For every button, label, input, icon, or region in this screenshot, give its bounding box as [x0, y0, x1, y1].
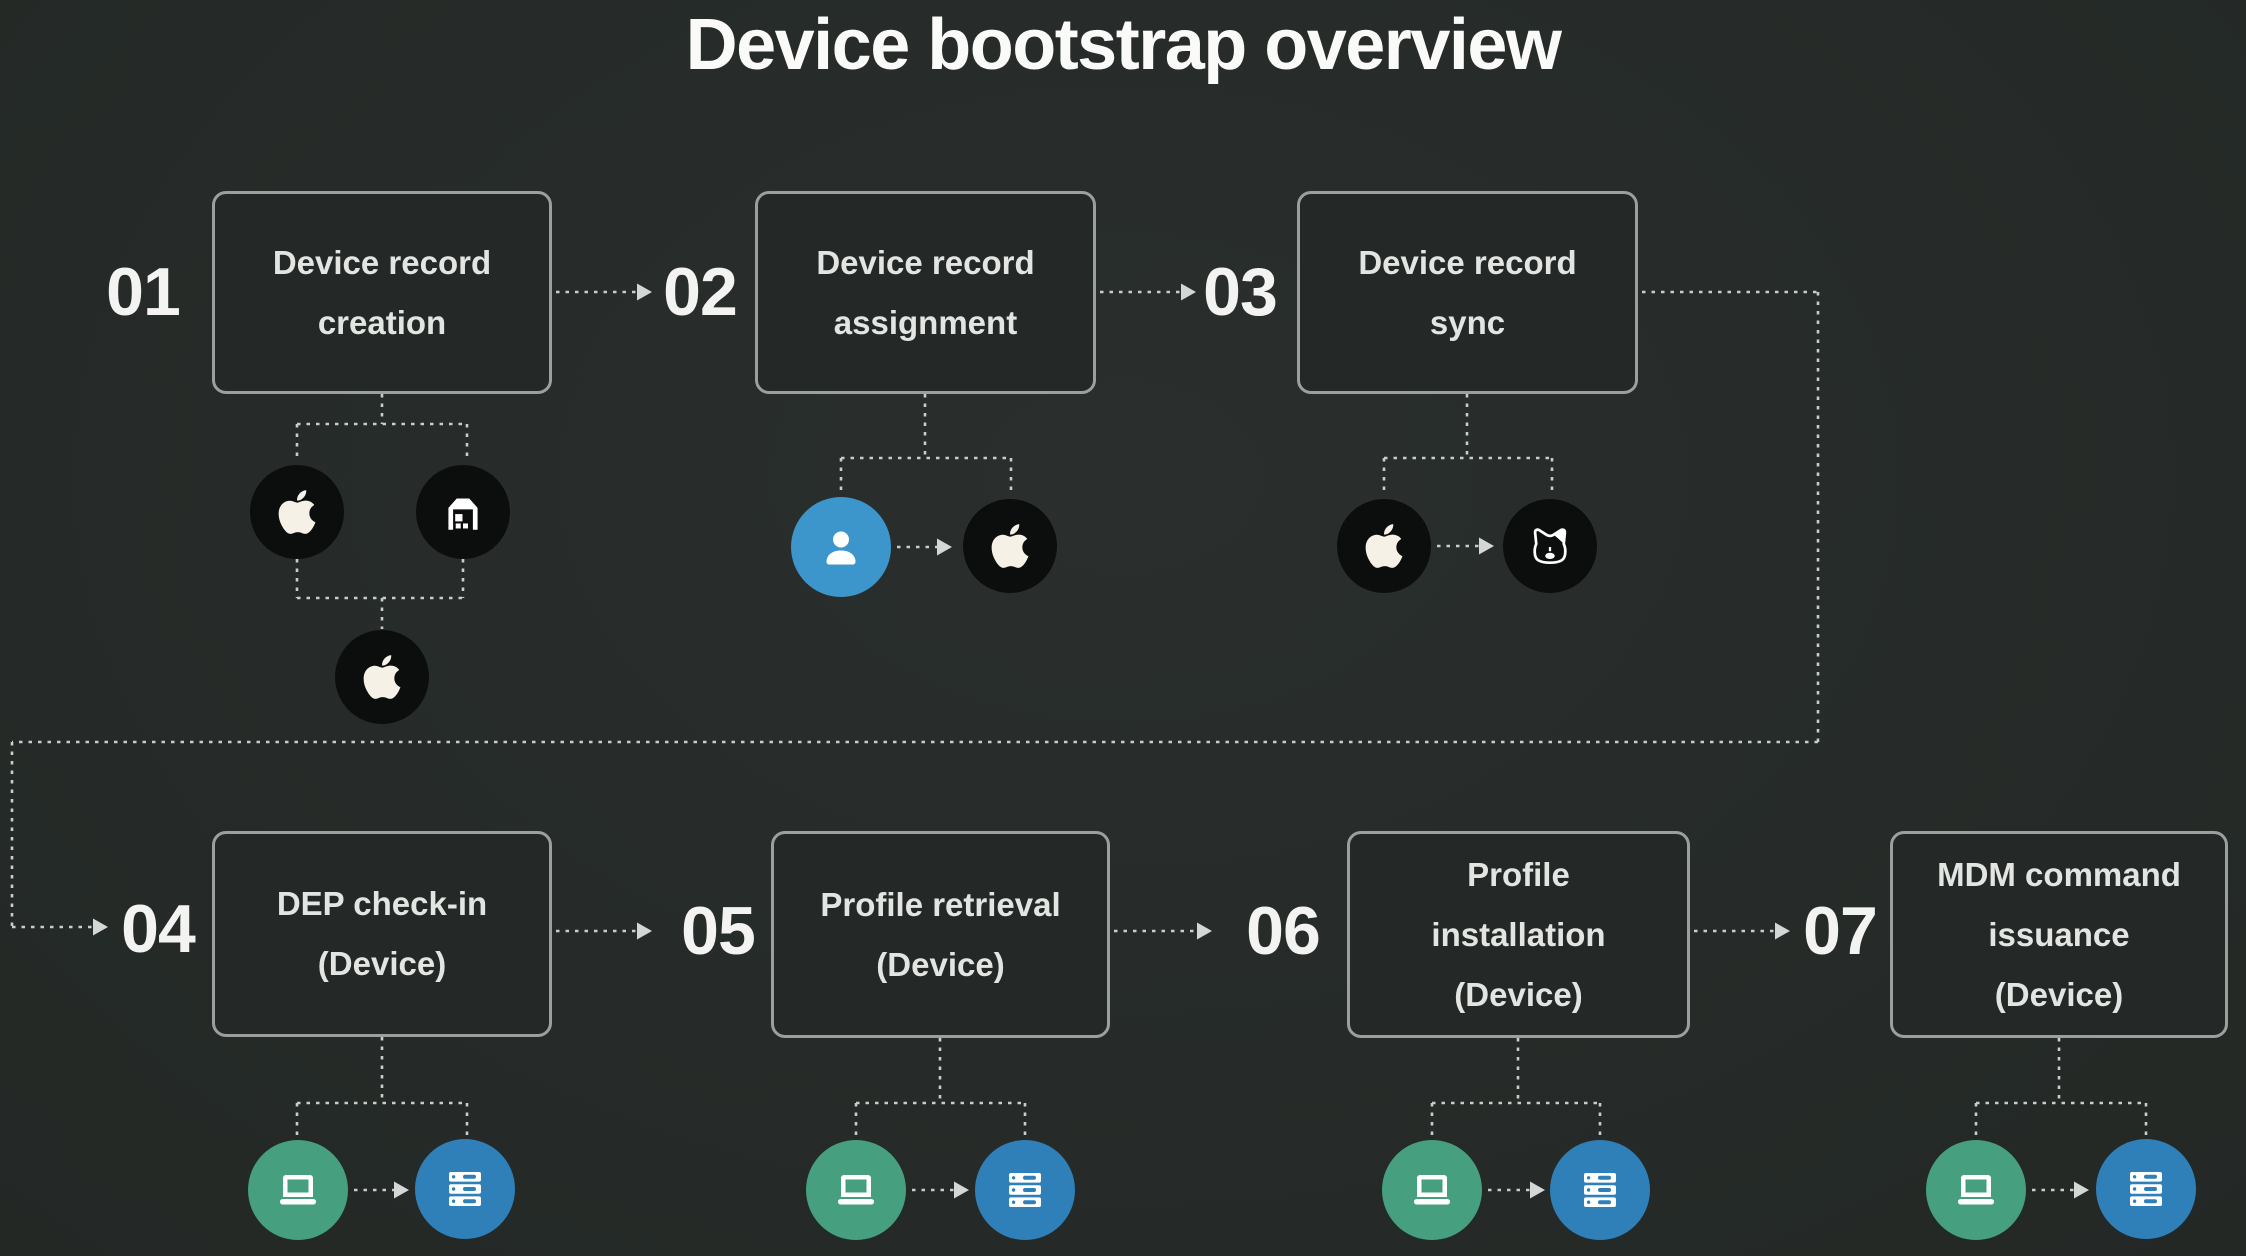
apple-circle [1337, 499, 1431, 593]
step-label-line: MDM command [1937, 855, 2181, 893]
step-03-number: 03 [1203, 254, 1278, 330]
step-06-box: Profile installation (Device) [1347, 831, 1690, 1038]
step-label-line: assignment [833, 303, 1018, 341]
step-07-box: MDM command issuance (Device) [1890, 831, 2228, 1038]
step-04-box: DEP check-in (Device) [212, 831, 552, 1037]
step-05-number: 05 [681, 893, 756, 969]
step-01-box: Device record creation [212, 191, 552, 394]
apple-icon [363, 655, 401, 699]
step-label-line: (Device) [876, 945, 1005, 983]
server-circle [415, 1139, 515, 1239]
apple-circle [335, 630, 429, 724]
step-05-box: Profile retrieval (Device) [771, 831, 1110, 1038]
step-label-line: Device record [272, 243, 492, 281]
server-circle [2096, 1139, 2196, 1239]
bulldog-circle [1503, 499, 1597, 593]
step-label-line: (Device) [317, 945, 447, 982]
step-label-line: (Device) [1454, 975, 1583, 1013]
step-label-line: Device record [816, 243, 1035, 281]
step-label-line: issuance [1988, 915, 2130, 953]
apple-icon [991, 524, 1029, 568]
step-label-line: Profile retrieval [820, 885, 1061, 923]
laptop-icon [280, 1175, 316, 1205]
server-circle [1550, 1140, 1650, 1240]
step-02-box: Device record assignment [755, 191, 1096, 394]
step-07-number: 07 [1803, 893, 1878, 969]
laptop-circle [248, 1140, 348, 1240]
step-label-line: (Device) [1994, 975, 2124, 1013]
step-01-number: 01 [106, 254, 181, 330]
laptop-icon [1958, 1175, 1994, 1205]
step-label-line: sync [1429, 303, 1506, 341]
warehouse-icon [448, 498, 478, 530]
laptop-circle [806, 1140, 906, 1240]
step-02-number: 02 [663, 254, 738, 330]
server-circle [975, 1140, 1075, 1240]
server-icon [1584, 1173, 1616, 1207]
apple-circle [250, 465, 344, 559]
user-icon [826, 531, 856, 565]
step-label-line: Profile [1467, 855, 1570, 893]
step-06-number: 06 [1246, 893, 1321, 969]
laptop-icon [1414, 1175, 1450, 1205]
apple-circle [963, 499, 1057, 593]
user-circle [791, 497, 891, 597]
step-03-box: Device record sync [1297, 191, 1638, 394]
laptop-circle [1926, 1140, 2026, 1240]
laptop-icon [838, 1175, 874, 1205]
bulldog-icon [1533, 528, 1567, 565]
warehouse-circle [416, 465, 510, 559]
step-04-number: 04 [121, 891, 196, 967]
apple-icon [1365, 524, 1403, 568]
apple-icon [278, 490, 316, 534]
page-title: Device bootstrap overview [685, 5, 1562, 85]
server-icon [2130, 1172, 2162, 1206]
step-label-line: installation [1431, 915, 1606, 953]
server-icon [1009, 1173, 1041, 1207]
step-label-line: DEP check-in [276, 885, 488, 922]
server-icon [449, 1172, 481, 1206]
step-label-line: creation [317, 303, 447, 341]
laptop-circle [1382, 1140, 1482, 1240]
step-label-line: Device record [1358, 243, 1577, 281]
